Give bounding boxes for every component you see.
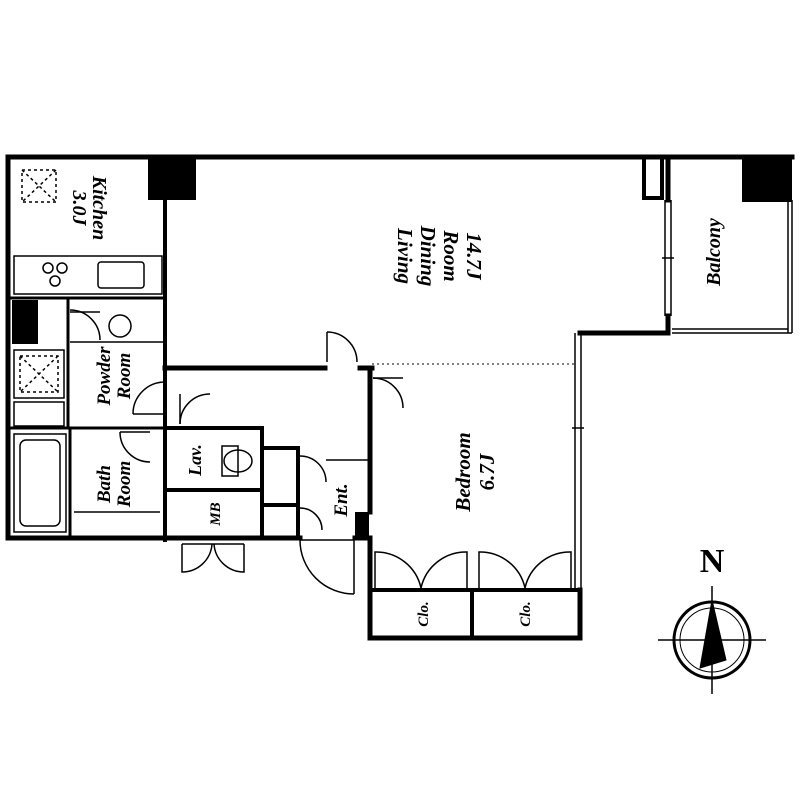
powder-label-2: Room <box>114 353 135 400</box>
bedroom-size: 6.7J <box>475 452 499 490</box>
column-balcony <box>742 158 792 202</box>
living-size: 14.7J <box>462 232 486 281</box>
closet-right-label: Clo. <box>518 601 534 626</box>
column-powder <box>12 300 38 344</box>
closet-left-label: Clo. <box>416 601 432 626</box>
bath-fixtures <box>13 431 160 533</box>
compass: N <box>658 543 766 694</box>
powder-fixtures <box>13 309 166 427</box>
column-entrance <box>355 512 369 536</box>
balcony-label: Balcony <box>703 218 725 287</box>
living-label-3: Room <box>439 229 463 281</box>
closet-doors <box>374 551 572 589</box>
bedroom-label: Bedroom <box>451 432 475 512</box>
mb-label: MB <box>208 502 224 526</box>
powder-label-1: Powder <box>94 346 115 407</box>
lav-fixtures <box>179 393 253 477</box>
balcony-rail <box>672 200 793 334</box>
bath-label-2: Room <box>114 461 135 508</box>
kitchen-size: 3.0J <box>68 190 90 227</box>
living-label-1: Living <box>393 227 417 284</box>
entrance-label: Ent. <box>331 483 352 517</box>
kitchen-fixtures <box>13 169 163 295</box>
lav-label: Lav. <box>185 444 205 477</box>
doors <box>181 331 404 595</box>
windows <box>572 200 674 590</box>
living-label-2: Dining <box>416 225 440 287</box>
bath-label-1: Bath <box>94 465 115 504</box>
interior-walls <box>10 158 664 640</box>
kitchen-label: Kitchen <box>88 175 110 240</box>
compass-needle-icon <box>699 599 727 669</box>
compass-north-label: N <box>700 543 725 580</box>
column-kitchen <box>148 158 196 200</box>
